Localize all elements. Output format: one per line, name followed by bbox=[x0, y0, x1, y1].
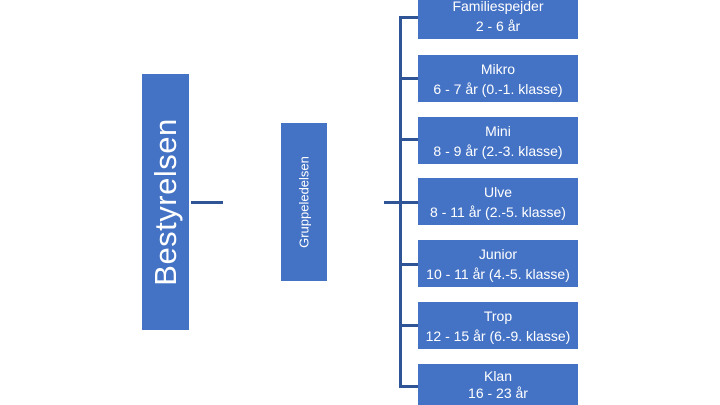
board-connector bbox=[191, 201, 223, 204]
group-leadership-label: Gruppeledelsen bbox=[296, 156, 312, 248]
unit-name: Trop bbox=[483, 307, 513, 324]
unit-name: Familiespejder bbox=[452, 0, 544, 14]
unit-detail: 8 - 11 år (2.-5. klasse) bbox=[430, 203, 566, 220]
board-label: Bestyrelsen bbox=[147, 118, 183, 286]
unit-connector bbox=[399, 263, 418, 266]
unit-name: Klan bbox=[483, 368, 513, 384]
unit-box-mini: Mini 8 - 9 år (2.-3. klasse) bbox=[418, 117, 578, 164]
unit-name: Junior bbox=[478, 245, 518, 262]
unit-box-trop: Trop 12 - 15 år (6.-9. klasse) bbox=[418, 302, 578, 349]
unit-detail: 2 - 6 år bbox=[475, 17, 521, 34]
unit-detail: 16 - 23 år bbox=[468, 385, 528, 401]
board-box: Bestyrelsen bbox=[142, 74, 189, 330]
unit-detail: 12 - 15 år (6.-9. klasse) bbox=[425, 327, 571, 344]
unit-connector bbox=[399, 201, 418, 204]
unit-detail: 10 - 11 år (4.-5. klasse) bbox=[426, 265, 570, 282]
unit-box-klan: Klan 16 - 23 år bbox=[418, 364, 578, 405]
unit-connector bbox=[399, 138, 418, 141]
unit-box-familiespejder: Familiespejder 2 - 6 år bbox=[418, 0, 578, 39]
unit-detail: 6 - 7 år (0.-1. klasse) bbox=[433, 80, 563, 97]
group-connector bbox=[384, 201, 401, 204]
unit-name: Mini bbox=[485, 122, 511, 139]
unit-connector bbox=[399, 16, 418, 19]
unit-box-ulve: Ulve 8 - 11 år (2.-5. klasse) bbox=[418, 178, 578, 225]
group-leadership-box: Gruppeledelsen bbox=[281, 123, 327, 281]
unit-name: Mikro bbox=[480, 60, 516, 77]
unit-box-junior: Junior 10 - 11 år (4.-5. klasse) bbox=[418, 240, 578, 287]
unit-connector bbox=[399, 324, 418, 327]
unit-name: Ulve bbox=[483, 183, 512, 200]
unit-connector bbox=[399, 77, 418, 80]
unit-box-mikro: Mikro 6 - 7 år (0.-1. klasse) bbox=[418, 55, 578, 102]
unit-detail: 8 - 9 år (2.-3. klasse) bbox=[433, 142, 563, 159]
unit-connector bbox=[399, 385, 418, 388]
